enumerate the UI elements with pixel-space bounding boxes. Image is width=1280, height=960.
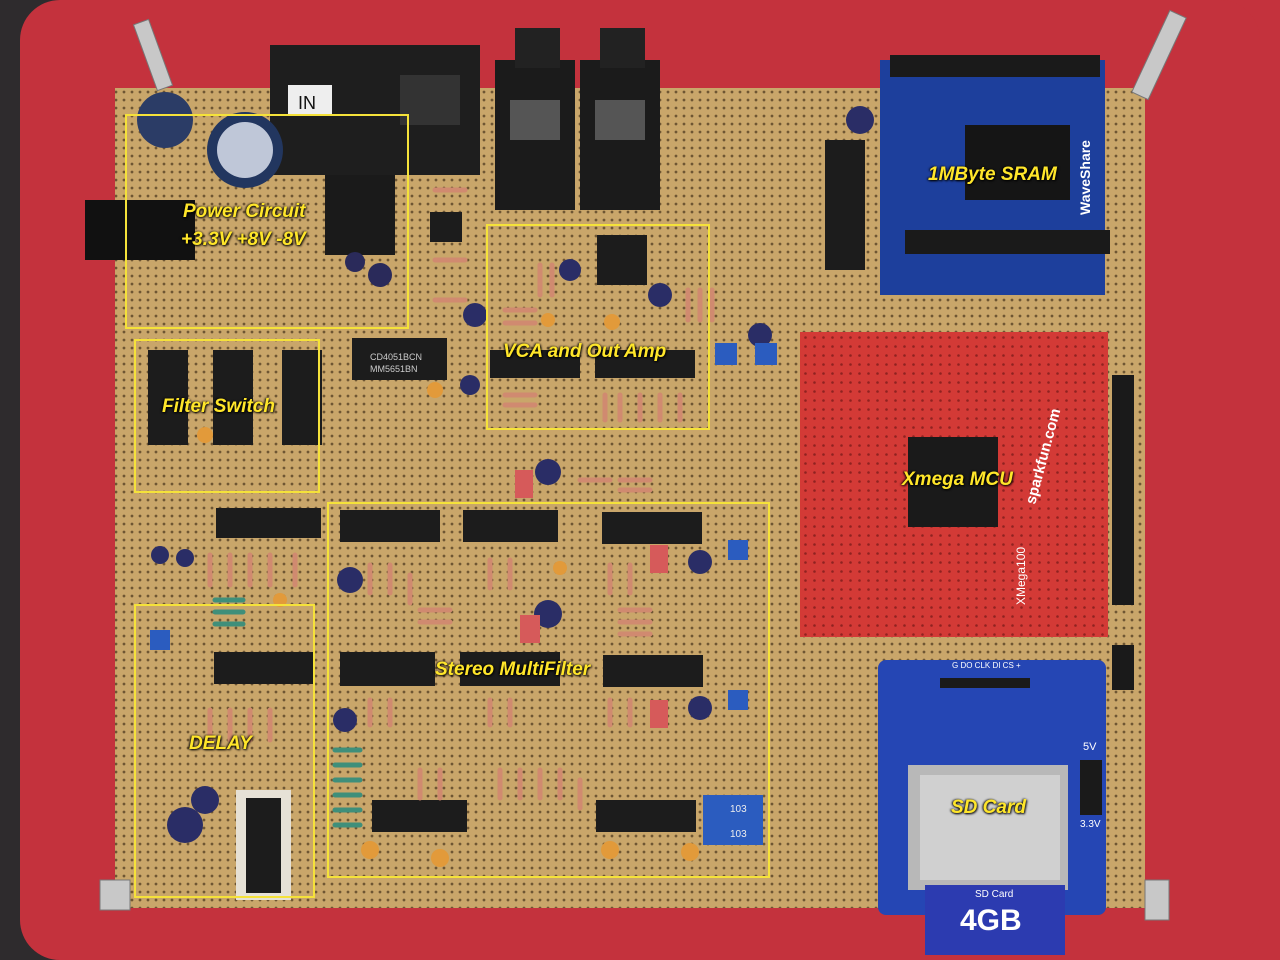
dip-chips [148, 140, 865, 900]
v5-print: 5V [1083, 741, 1097, 753]
box-filter-switch [134, 339, 320, 493]
resistors [207, 187, 715, 811]
chip-mm5651: MM5651BN [370, 364, 418, 374]
power-components [85, 92, 395, 287]
trimmer-103-b: 103 [730, 829, 747, 840]
sd-capacity-print: 4GB [960, 904, 1022, 937]
standoffs [99, 9, 1187, 921]
sdcard-label: SD Card [951, 797, 1026, 818]
waveshare-print: WaveShare [1077, 140, 1093, 215]
right-headers [1112, 375, 1134, 605]
vca-label: VCA and Out Amp [503, 341, 667, 362]
delay-label: DELAY [189, 733, 252, 754]
xmega100-print: XMega100 [1014, 547, 1028, 605]
film-caps [515, 470, 668, 728]
mcu-label: Xmega MCU [902, 469, 1013, 490]
box-stereo-filter [327, 502, 770, 878]
sram-label: 1MByte SRAM [928, 164, 1057, 185]
sd-pin-print: G DO CLK DI CS + [952, 661, 1021, 670]
box-vca [486, 224, 710, 430]
sd-card-word: SD Card [975, 889, 1013, 900]
filter-switch-label: Filter Switch [162, 396, 275, 417]
electrolytic-caps [151, 106, 874, 843]
green-resistors [212, 597, 363, 828]
trimmer-103-a: 103 [730, 804, 747, 815]
audio-jacks [495, 28, 660, 210]
box-delay [134, 604, 315, 898]
right-headers-lower [1112, 645, 1134, 690]
input-label: IN [298, 93, 316, 113]
stereo-filter-label: Stereo MultiFilter [435, 659, 591, 680]
sd-module [878, 660, 1106, 955]
mcu-chip [908, 437, 998, 527]
chip-cd4051: CD4051BCN [370, 352, 422, 362]
ceramic-caps [197, 313, 699, 867]
annotation-boxes [125, 114, 770, 898]
trimmers [150, 343, 777, 845]
v33-print: 3.3V [1080, 819, 1101, 830]
power-circuit-label: Power Circuit [183, 201, 306, 222]
midi-connectors [270, 45, 480, 175]
sram-module [880, 55, 1110, 295]
power-rails-label: +3.3V +8V -8V [181, 229, 306, 250]
box-power [125, 114, 409, 329]
